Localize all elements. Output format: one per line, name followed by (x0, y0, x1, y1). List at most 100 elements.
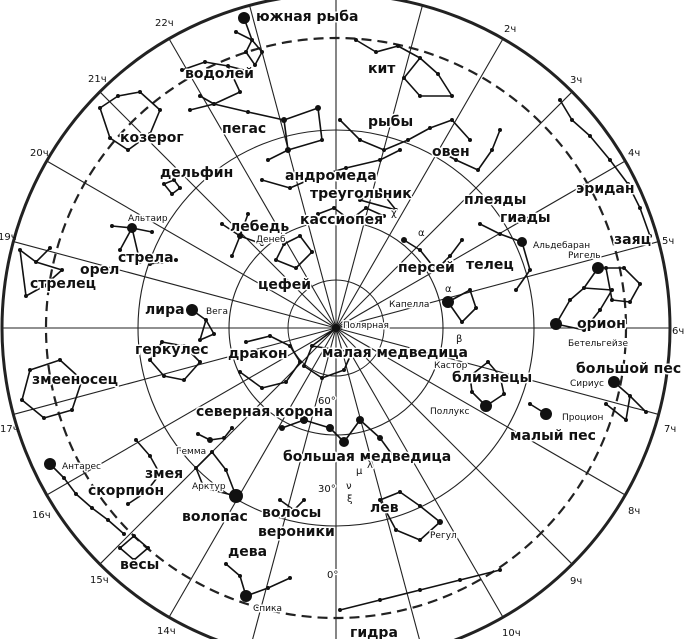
constellation-figure-cassiopeia (316, 206, 386, 222)
constellation-line (375, 45, 399, 53)
constellation-label-canis-major: большой пес (576, 361, 681, 377)
star-label-arcturus: Арктур (192, 482, 226, 492)
star-dot (224, 562, 228, 566)
constellation-line (629, 395, 647, 413)
constellation-line (231, 235, 241, 257)
constellation-line (247, 111, 285, 121)
star-dot (382, 148, 386, 152)
constellation-line (145, 473, 161, 493)
constellation-line (583, 309, 601, 331)
constellation-line (261, 381, 287, 389)
constellation-line (251, 39, 263, 53)
constellation-line (99, 95, 119, 109)
constellation-line (163, 183, 173, 195)
constellation-label-perseus: персей (398, 260, 455, 276)
constellation-line (605, 403, 627, 421)
constellation-line (571, 119, 591, 137)
star-dot (246, 110, 250, 114)
constellation-figure-andromeda (260, 148, 402, 190)
hour-line (335, 91, 573, 329)
star-dot (476, 168, 480, 172)
star-dot (638, 206, 642, 210)
star-dot (148, 358, 152, 362)
star-dot (288, 344, 292, 348)
star-dot (282, 242, 286, 246)
star-dot (240, 590, 252, 602)
star-dot (266, 586, 270, 590)
star-dot (238, 574, 242, 578)
star-dot (18, 248, 22, 252)
star-dot (260, 178, 264, 182)
star-dot (132, 558, 136, 562)
constellation-figure-pisces (338, 118, 472, 152)
star-dot (582, 328, 586, 332)
constellation-label-coma-1: волосы (262, 505, 321, 521)
constellation-line (397, 45, 421, 59)
constellation-label-aries: овен (432, 144, 470, 160)
constellation-line (299, 235, 313, 253)
star-dot (598, 308, 602, 312)
star-dot (320, 376, 324, 380)
constellation-line (199, 319, 207, 341)
constellation-line (345, 159, 381, 169)
constellation-line (303, 365, 323, 379)
constellation-line (317, 167, 347, 177)
star-dot (320, 138, 324, 142)
star-dot (468, 374, 472, 378)
constellation-line (437, 149, 457, 161)
constellation-line (429, 119, 453, 129)
star-dot (418, 248, 422, 252)
star-dot (224, 468, 228, 472)
constellation-label-aquarius: водолей (185, 66, 254, 82)
constellation-figure-virgo (224, 562, 292, 602)
constellation-figure-taurus (478, 222, 532, 292)
constellation-figure-eridanus (558, 98, 652, 238)
constellation-label-aquila: орел (80, 262, 119, 278)
constellation-line (205, 319, 215, 335)
hour-label-2: 2ч (504, 24, 516, 35)
star-dot (394, 208, 398, 212)
hour-label-8: 8ч (628, 506, 640, 517)
constellation-label-pegasus: пегас (222, 121, 266, 137)
star-dot (178, 186, 182, 190)
constellation-label-corona-borealis: северная корона (196, 404, 333, 420)
star-dot (342, 368, 346, 372)
constellation-line (239, 371, 263, 389)
constellation-line (189, 103, 215, 111)
star-dot (170, 192, 174, 196)
star-dot (180, 68, 184, 72)
constellation-label-scorpius: скорпион (88, 483, 164, 499)
star-dot (292, 508, 296, 512)
constellation-line (119, 535, 135, 549)
star-dot (194, 466, 198, 470)
constellation-line (287, 139, 323, 151)
constellation-line (63, 477, 77, 495)
star-dot (108, 136, 112, 140)
star-dot (470, 390, 474, 394)
star-dot (281, 117, 287, 123)
constellation-label-pleiades: плеяды (464, 192, 526, 208)
constellation-line (29, 359, 61, 371)
constellation-line (469, 375, 473, 393)
constellation-line (469, 289, 477, 309)
star-dot (339, 437, 349, 447)
constellation-figure-serpens (126, 438, 162, 506)
constellation-line (43, 409, 73, 419)
constellation-line (399, 491, 421, 507)
star-dot (28, 368, 32, 372)
constellation-label-orion: орион (577, 316, 626, 332)
star-dot (460, 238, 464, 242)
constellation-line (35, 261, 63, 271)
greek-lambda-ursa-major: λ (367, 460, 373, 471)
constellation-label-coma-2: вероники (258, 524, 335, 540)
star-dot (332, 324, 340, 332)
star-dot (160, 340, 164, 344)
constellation-label-andromeda: андромеда (285, 168, 377, 184)
star-dot (648, 234, 652, 238)
star-dot (266, 158, 270, 162)
star-dot (222, 436, 226, 440)
star-dot (198, 338, 202, 342)
star-dot (514, 288, 518, 292)
hour-label-16: 16ч (32, 510, 51, 521)
constellation-line (211, 451, 227, 471)
